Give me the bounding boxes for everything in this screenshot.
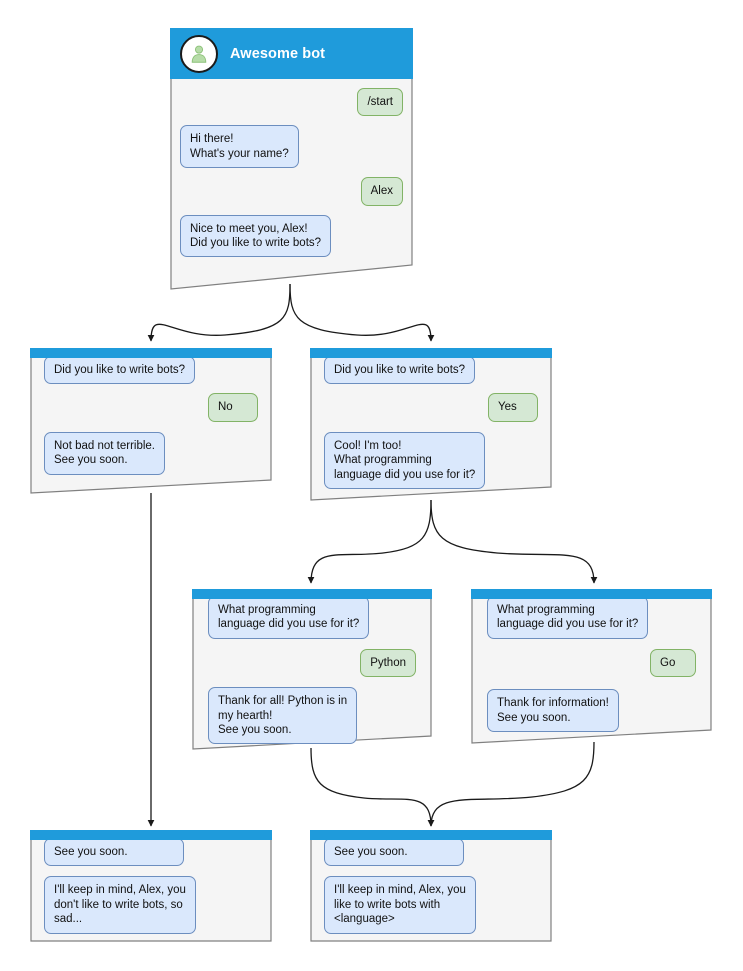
message-row: See you soon. xyxy=(44,838,258,867)
message-row: Hi there! What's your name? xyxy=(180,125,403,169)
bot-message-bubble: See you soon. xyxy=(324,838,464,867)
message-list-end-no: See you soon. I'll keep in mind, Alex, y… xyxy=(30,838,272,942)
message-row: Yes xyxy=(324,393,538,422)
bot-message-bubble: Not bad not terrible. See you soon. xyxy=(44,431,166,475)
edge-python-to-end-yes xyxy=(310,747,435,827)
message-list-answer-no: Did you like to write bots? No Not bad n… xyxy=(30,356,272,484)
card-content: What programming language did you use fo… xyxy=(192,589,432,750)
bot-message-bubble: What programming language did you use fo… xyxy=(208,596,370,639)
bot-message-bubble: What programming language did you use fo… xyxy=(487,596,649,639)
bot-message-bubble: Thank for all! Python is in my hearth! S… xyxy=(208,687,358,745)
person-avatar-icon xyxy=(180,34,218,73)
message-row: No xyxy=(44,393,258,422)
user-message-bubble: /start xyxy=(357,88,403,117)
bot-header-bar: Awesome bot xyxy=(170,28,413,79)
edge-go-to-end-yes xyxy=(427,741,595,827)
message-list-root: /start Hi there! What's your name? Alex … xyxy=(170,88,413,266)
user-message-bubble: Alex xyxy=(360,177,403,206)
message-row: Thank for information! See you soon. xyxy=(487,689,696,733)
person-glyph xyxy=(191,45,207,63)
message-row: Nice to meet you, Alex! Did you like to … xyxy=(180,214,403,258)
chat-card-answer-no[interactable]: Did you like to write bots? No Not bad n… xyxy=(30,348,272,494)
chat-card-end-no[interactable]: See you soon. I'll keep in mind, Alex, y… xyxy=(30,830,272,942)
message-row: I'll keep in mind, Alex, you don't like … xyxy=(44,876,258,934)
card-content: What programming language did you use fo… xyxy=(471,589,712,744)
message-list-answer-yes: Did you like to write bots? Yes Cool! I'… xyxy=(310,356,552,498)
card-content: Did you like to write bots? Yes Cool! I'… xyxy=(310,348,552,501)
message-row: Thank for all! Python is in my hearth! S… xyxy=(208,687,416,745)
message-row: What programming language did you use fo… xyxy=(208,596,416,639)
card-content: Awesome bot /start Hi there! What's your… xyxy=(170,28,413,290)
user-message-bubble: Go xyxy=(650,648,696,678)
bot-message-bubble: Did you like to write bots? xyxy=(44,356,196,385)
bot-message-bubble: See you soon. xyxy=(44,838,184,867)
message-list-answer-go: What programming language did you use fo… xyxy=(471,596,712,741)
message-list-end-yes: See you soon. I'll keep in mind, Alex, y… xyxy=(310,838,552,942)
bot-message-bubble: I'll keep in mind, Alex, you like to wri… xyxy=(324,876,476,934)
message-row: /start xyxy=(180,88,403,117)
user-message-bubble: No xyxy=(208,393,258,422)
edge-root-to-no xyxy=(147,283,291,342)
message-row: Alex xyxy=(180,177,403,206)
chat-card-answer-go[interactable]: What programming language did you use fo… xyxy=(471,589,712,744)
chat-card-answer-python[interactable]: What programming language did you use fo… xyxy=(192,589,432,750)
card-content: Did you like to write bots? No Not bad n… xyxy=(30,348,272,494)
message-row: Python xyxy=(208,648,416,678)
message-row: See you soon. xyxy=(324,838,538,867)
message-row: Not bad not terrible. See you soon. xyxy=(44,431,258,475)
card-content: See you soon. I'll keep in mind, Alex, y… xyxy=(30,830,272,942)
edge-root-to-yes xyxy=(289,283,435,342)
message-row: Cool! I'm too! What programming language… xyxy=(324,431,538,490)
message-row: Did you like to write bots? xyxy=(44,356,258,385)
edge-yes-to-python xyxy=(307,499,432,584)
card-header-strip xyxy=(471,589,712,599)
bot-message-bubble: Hi there! What's your name? xyxy=(180,125,299,169)
card-header-strip xyxy=(310,348,552,358)
user-message-bubble: Yes xyxy=(488,393,538,422)
message-row: Go xyxy=(487,648,696,678)
message-row: Did you like to write bots? xyxy=(324,356,538,385)
bot-message-bubble: Did you like to write bots? xyxy=(324,356,476,385)
bot-message-bubble: I'll keep in mind, Alex, you don't like … xyxy=(44,876,196,934)
card-header-strip xyxy=(30,830,272,840)
edge-yes-to-go xyxy=(430,499,598,584)
chat-card-answer-yes[interactable]: Did you like to write bots? Yes Cool! I'… xyxy=(310,348,552,501)
bot-message-bubble: Thank for information! See you soon. xyxy=(487,689,619,733)
bot-name-label: Awesome bot xyxy=(230,45,326,62)
message-row: I'll keep in mind, Alex, you like to wri… xyxy=(324,876,538,934)
chat-card-root[interactable]: Awesome bot /start Hi there! What's your… xyxy=(170,28,413,290)
message-list-answer-python: What programming language did you use fo… xyxy=(192,596,432,750)
bot-message-bubble: Cool! I'm too! What programming language… xyxy=(324,431,486,490)
card-header-strip xyxy=(192,589,432,599)
card-header-strip xyxy=(310,830,552,840)
chat-card-end-yes[interactable]: See you soon. I'll keep in mind, Alex, y… xyxy=(310,830,552,942)
user-message-bubble: Python xyxy=(360,648,416,678)
bot-message-bubble: Nice to meet you, Alex! Did you like to … xyxy=(180,214,332,258)
card-header-strip xyxy=(30,348,272,358)
card-content: See you soon. I'll keep in mind, Alex, y… xyxy=(310,830,552,942)
message-row: What programming language did you use fo… xyxy=(487,596,696,639)
